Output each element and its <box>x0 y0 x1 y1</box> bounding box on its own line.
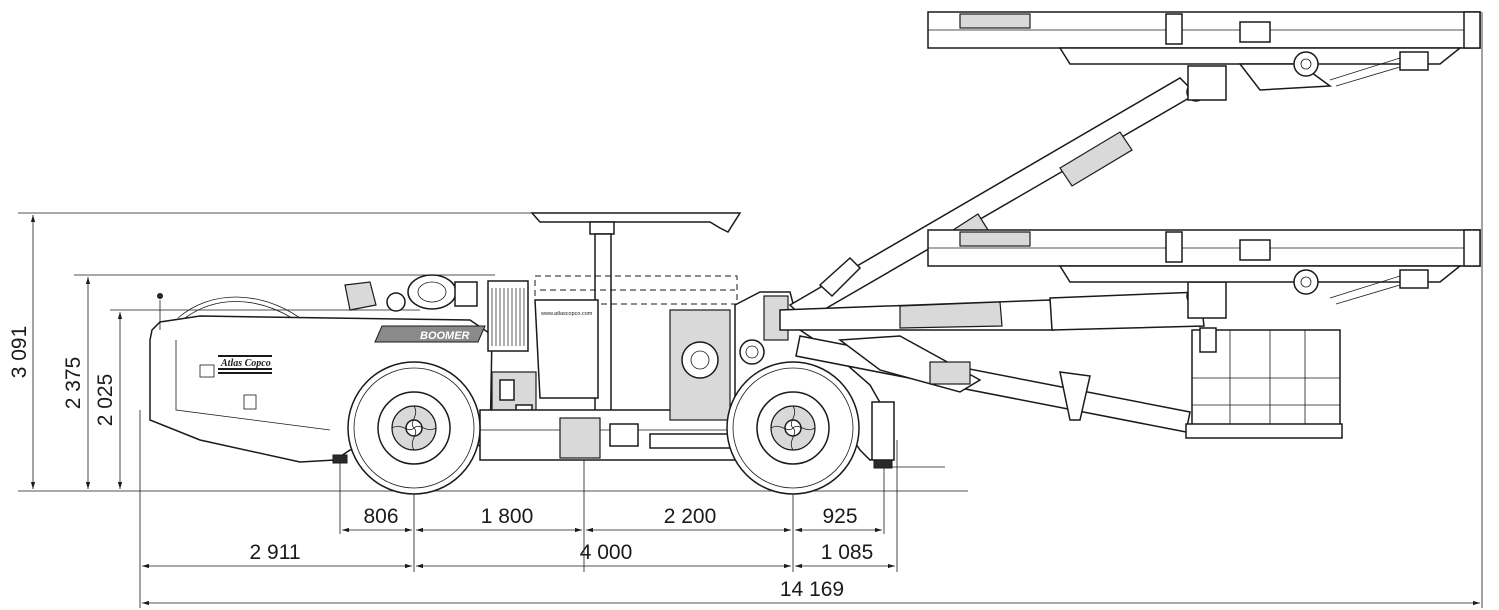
central-frame <box>479 309 741 461</box>
svg-text:www.atlascopco.com: www.atlascopco.com <box>540 311 593 317</box>
dimension-label-2911: 2 911 <box>250 541 301 564</box>
rear-wheel <box>347 361 481 495</box>
dimension-label-1800: 1 800 <box>481 505 534 528</box>
dimension-row-1: 806 1 800 2 200 925 <box>342 505 882 533</box>
hydraulic-tank <box>534 299 599 399</box>
rear-stabilizer-jack <box>332 454 348 464</box>
dimension-label-2025: 2 025 <box>94 374 117 427</box>
dimension-label-925: 925 <box>822 505 857 528</box>
dimension-label-806: 806 <box>363 505 398 528</box>
air-filter <box>407 274 457 310</box>
dimension-label-1085: 1 085 <box>821 541 874 564</box>
upper-feed-beam <box>927 11 1481 91</box>
svg-text:Atlas Copco: Atlas Copco <box>220 358 271 369</box>
lower-feed-beam <box>927 229 1481 305</box>
vertical-dimension-3091: 3 091 <box>8 215 36 489</box>
dimension-label-2375: 2 375 <box>62 357 85 410</box>
dimension-label-3091: 3 091 <box>8 326 31 379</box>
exhaust-stack <box>344 281 377 311</box>
vertical-dimension-2025: 2 025 <box>94 312 123 489</box>
vertical-dimension-2375: 2 375 <box>62 277 91 489</box>
dimension-label-4000: 4 000 <box>580 541 633 564</box>
basket-boom <box>795 335 1191 433</box>
dimension-row-2: 2 911 4 000 1 085 <box>142 541 895 569</box>
svg-text:BOOMER: BOOMER <box>420 330 470 342</box>
dimension-label-2200: 2 200 <box>664 505 717 528</box>
front-wheel <box>726 361 860 495</box>
boomer-badge: BOOMER <box>374 325 486 343</box>
filter-cap <box>386 292 406 312</box>
dimension-row-3: 14 169 <box>142 578 1480 606</box>
front-stabilizer-jack <box>871 401 895 461</box>
dimension-label-14169: 14 169 <box>780 578 844 601</box>
service-platform-basket <box>1185 327 1343 439</box>
atlas-copco-logo: Atlas Copco <box>218 355 272 374</box>
lower-boom <box>779 281 1227 331</box>
